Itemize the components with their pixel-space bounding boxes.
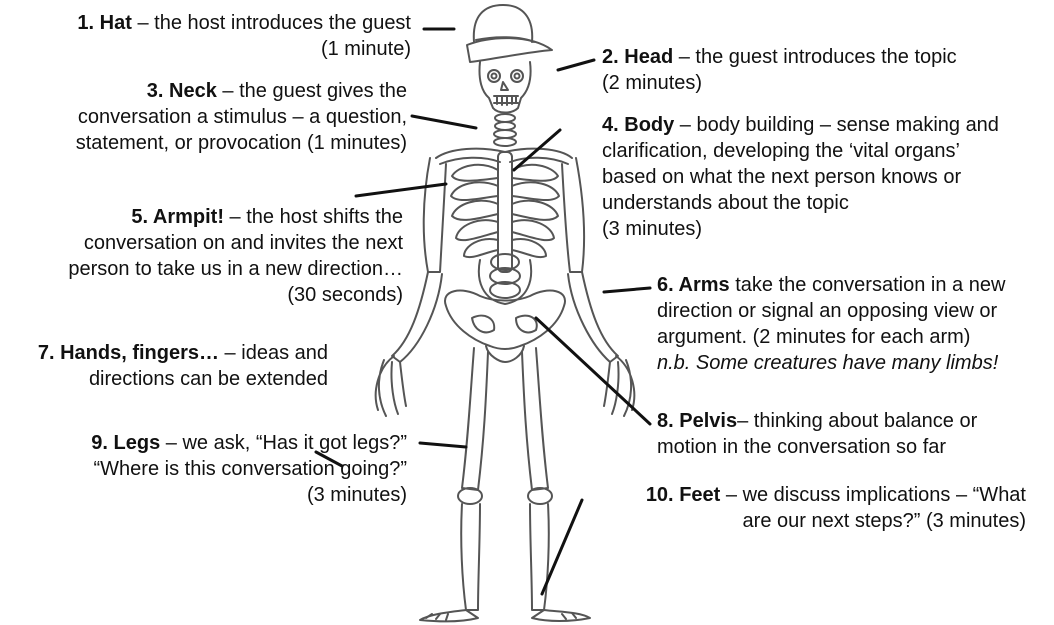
body-name: Body [624,114,674,136]
pelvis-text: thinking about balance or [754,410,978,432]
hat-line2: (1 minute) [77,36,411,62]
pointer-head [558,60,594,70]
hat-text: the host introduces the guest [154,12,411,34]
armpit-line2: conversation on and invites the next [68,230,403,256]
hat-sketch [467,5,552,62]
feet-line2: are our next steps?” (3 minutes) [646,508,1026,534]
neck-separator: – [217,80,239,102]
skull-sketch [479,62,530,113]
legs-number: 9. [91,432,108,454]
neck-sketch [494,114,516,146]
hands-line2: directions can be extended [38,366,328,392]
body-line3: based on what the next person knows or [602,164,999,190]
hands-separator: – [219,342,241,364]
pelvis-number: 8. [657,410,674,432]
legs-name: Legs [114,432,161,454]
neck-line3: statement, or provocation (1 minutes) [76,130,407,156]
legs-sketch [458,348,552,610]
armpit-separator: – [224,206,246,228]
arms-note: n.b. Some creatures have many limbs! [657,352,998,374]
label-hat: 1. Hat – the host introduces the guest (… [77,10,411,62]
hat-name: Hat [100,12,132,34]
legs-line2: “Where is this conversation going?” [91,456,407,482]
body-number: 4. [602,114,619,136]
pelvis-name: Pelvis [679,410,737,432]
label-feet: 10. Feet – we discuss implications – “Wh… [646,482,1026,534]
arms-sketch [376,158,635,416]
neck-text: the guest gives the [239,80,407,102]
spine-sketch [479,254,531,304]
head-number: 2. [602,46,619,68]
arms-line2: direction or signal an opposing view or [657,298,1005,324]
neck-name: Neck [169,80,217,102]
legs-separator: – [160,432,182,454]
label-legs: 9. Legs – we ask, “Has it got legs?” “Wh… [91,430,407,508]
head-separator: – [673,46,695,68]
arms-number: 6. [657,274,674,296]
label-arms: 6. Arms take the conversation in a new d… [657,272,1005,376]
label-body: 4. Body – body building – sense making a… [602,112,999,242]
label-pelvis: 8. Pelvis– thinking about balance or mot… [657,408,977,460]
pointer-neck [412,116,476,128]
label-head: 2. Head – the guest introduces the topic… [602,44,957,96]
arms-line3: argument. (2 minutes for each arm) [657,324,1005,350]
armpit-text: the host shifts the [246,206,403,228]
label-armpit: 5. Armpit! – the host shifts the convers… [68,204,403,308]
legs-text: we ask, “Has it got legs?” [182,432,407,454]
body-line4: understands about the topic [602,190,999,216]
neck-number: 3. [147,80,164,102]
hands-name: Hands, fingers… [60,342,219,364]
pointer-arms [604,288,650,292]
feet-text: we discuss implications – “What [743,484,1026,506]
pointer-pelvis [536,318,650,424]
legs-line3: (3 minutes) [91,482,407,508]
armpit-line4: (30 seconds) [68,282,403,308]
label-hands: 7. Hands, fingers… – ideas and direction… [38,340,328,392]
neck-line2: conversation a stimulus – a question, [76,104,407,130]
head-line2: (2 minutes) [602,70,957,96]
head-name: Head [624,46,673,68]
hat-number: 1. [77,12,94,34]
arms-text: take the conversation in a new [735,274,1005,296]
hat-separator: – [132,12,154,34]
armpit-line3: person to take us in a new direction… [68,256,403,282]
armpit-number: 5. [131,206,148,228]
body-line2: clarification, developing the ‘vital org… [602,138,999,164]
pointer-legs [420,443,466,447]
feet-number: 10. [646,484,674,506]
body-line5: (3 minutes) [602,216,999,242]
label-neck: 3. Neck – the guest gives the conversati… [76,78,407,156]
pointer-armpit [356,184,446,196]
feet-name: Feet [679,484,720,506]
hands-number: 7. [38,342,55,364]
body-text: body building – sense making and [697,114,999,136]
arms-name: Arms [679,274,730,296]
feet-sketch [420,610,590,621]
armpit-name: Armpit! [153,206,224,228]
body-separator: – [674,114,696,136]
hands-text: ideas and [241,342,328,364]
pelvis-line2: motion in the conversation so far [657,434,977,460]
feet-separator: – [720,484,742,506]
head-text: the guest introduces the topic [695,46,956,68]
pelvis-separator: – [737,410,754,432]
